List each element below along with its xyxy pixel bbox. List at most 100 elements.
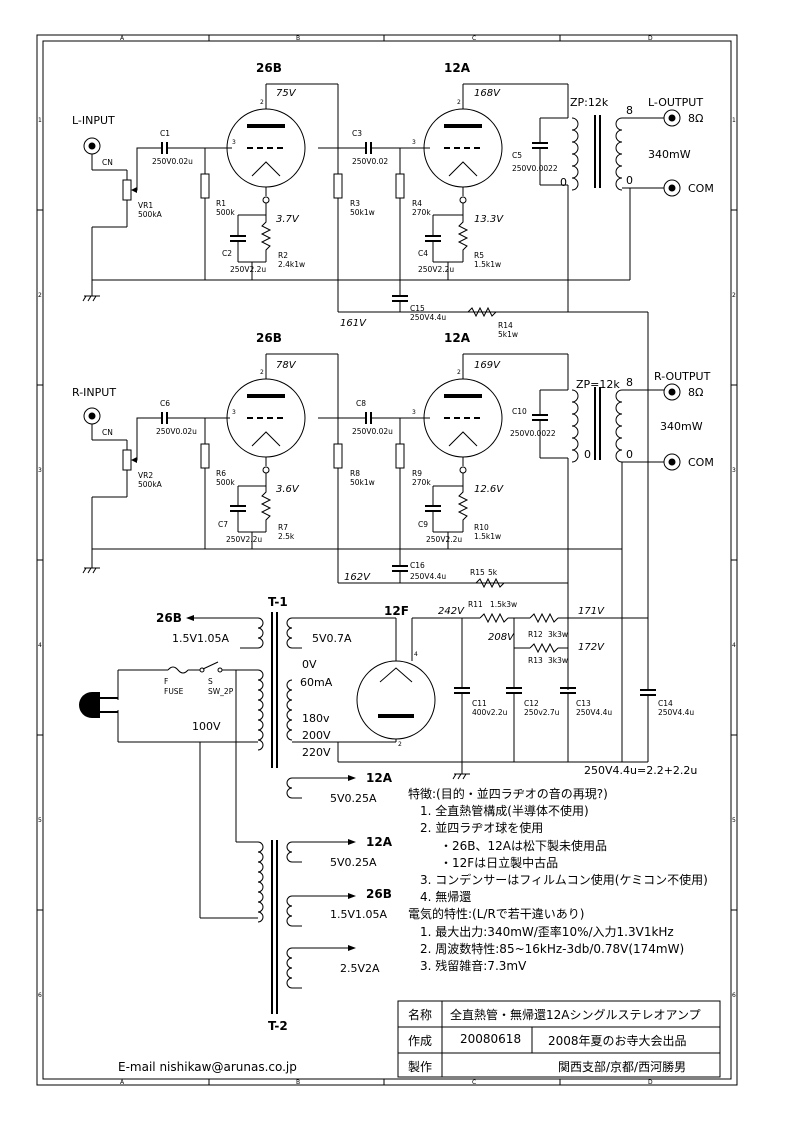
r-c16-name: C16 (410, 561, 425, 570)
title-date: 20080618 (460, 1032, 522, 1046)
l-output-ohm: 8Ω (688, 112, 703, 125)
c11-value: 400v2.2u (472, 708, 508, 717)
zone-left-1: 1 (38, 117, 42, 124)
r-r10-name: R10 (474, 523, 489, 532)
zone-bottom-a: A (120, 1079, 125, 1086)
l-r4-name: R4 (412, 199, 422, 208)
r-c16-value: 250V4.4u (410, 572, 446, 581)
l-c2-value: 250V2.2u (230, 265, 266, 274)
r-output-ohm: 8Ω (688, 386, 703, 399)
zone-left-3: 3 (38, 467, 42, 474)
primary-voltage: 100V (192, 720, 221, 733)
c13-value: 250V4.4u (576, 708, 612, 717)
zone-top-c: C (472, 35, 476, 42)
sheet-border (36, 34, 738, 1086)
r-12a-title: 12A (444, 331, 471, 345)
r-zp-label: ZP=12k (576, 378, 620, 391)
t2-label: T-2 (268, 1019, 288, 1033)
r-tap-0a: 0 (584, 448, 591, 461)
l-26b-pin2: 2 (260, 99, 264, 106)
r11-value: 1.5k3w (490, 600, 517, 609)
r-c7-name: C7 (218, 520, 228, 529)
switch-label: SW_2P (208, 687, 234, 696)
l-c3-name: C3 (352, 129, 362, 138)
zone-bottom-c: C (472, 1079, 476, 1086)
spec-item-2: 2. 周波数特性:85~16kHz-3db/0.78V(174mW) (420, 941, 685, 956)
r-c9-name: C9 (418, 520, 428, 529)
r-26b-pin2: 2 (260, 369, 264, 376)
r11-name: R11 (468, 600, 483, 609)
v171-label: 171V (578, 606, 605, 617)
zone-top-b: B (296, 35, 300, 42)
v172-label: 172V (578, 642, 605, 653)
t2-12a-label: 5V0.25A (330, 856, 377, 869)
r-12a-pin2: 2 (457, 369, 461, 376)
r-vr-name: VR2 (138, 471, 153, 480)
r-cn-label: CN (102, 428, 113, 437)
r-r6-name: R6 (216, 469, 226, 478)
zone-left-2: 2 (38, 292, 42, 299)
t1-26b-fil-label: 1.5V1.05A (172, 632, 230, 645)
r-26b-cathode-v: 3.6V (276, 484, 300, 495)
fuse-label: FUSE (164, 687, 184, 696)
l-c4-name: C4 (418, 249, 428, 258)
t1-tap-60ma: 60mA (300, 676, 333, 689)
r-c10-name: C10 (512, 407, 527, 416)
l-tap-0a: 0 (560, 176, 567, 189)
l-c15-name: C15 (410, 304, 425, 313)
spec-item-3: 3. 残留雑音:7.3mV (420, 959, 527, 974)
t1-5v-label: 5V0.7A (312, 632, 352, 645)
l-12a-cathode-v: 13.3V (474, 214, 504, 225)
r-c7-value: 250V2.2u (226, 535, 262, 544)
r-12a-cathode-v: 12.6V (474, 484, 504, 495)
l-r5-name: R5 (474, 251, 484, 260)
l-c5-name: C5 (512, 151, 522, 160)
l-tap-0b: 0 (626, 174, 633, 187)
l-c5-value: 250V0.0022 (512, 164, 558, 173)
r-26b-pin3: 3 (232, 409, 236, 416)
t2-25v-label: 2.5V2A (340, 962, 380, 975)
r-r15-value: 5k (488, 568, 498, 577)
c11-name: C11 (472, 699, 487, 708)
r-tap-8: 8 (626, 376, 633, 389)
zone-right-1: 1 (732, 117, 736, 124)
l-output-power: 340mW (648, 148, 691, 161)
zone-bottom-b: B (296, 1079, 300, 1086)
t2-12a-target: 12A (366, 835, 393, 849)
r-tap-0b: 0 (626, 448, 633, 461)
l-cn-label: CN (102, 158, 113, 167)
t1-tap-180v: 180v (302, 712, 330, 725)
switch-ref: S (208, 677, 213, 686)
power-supply-wiring (79, 612, 656, 1014)
l-12a-pin2: 2 (457, 99, 461, 106)
zone-bottom-d: D (648, 1079, 653, 1086)
t1-12a-target: 12A (366, 771, 393, 785)
r-c10-value: 250V0.0022 (510, 429, 556, 438)
zone-top-a: A (120, 35, 125, 42)
rect-tube-label: 12F (384, 604, 409, 618)
r13-name: R13 (528, 656, 543, 665)
r-node-voltage: 162V (344, 572, 371, 583)
zone-right-6: 6 (732, 992, 736, 999)
r-c8-name: C8 (356, 399, 366, 408)
t1-tap-220v: 220V (302, 746, 331, 759)
title-event: 2008年夏のお寺大会出品 (548, 1034, 687, 1048)
feature-item-2: 2. 並四ラヂオ球を使用 (420, 821, 544, 836)
r-r10-value: 1.5k1w (474, 532, 501, 541)
r-r8-name: R8 (350, 469, 360, 478)
title-name-label: 名称 (408, 1008, 433, 1022)
l-vr-name: VR1 (138, 201, 153, 210)
l-12a-title: 12A (444, 61, 471, 75)
rect-pin: 4 (414, 651, 418, 658)
r-vr-value: 500kA (138, 480, 163, 489)
zone-left-4: 4 (38, 642, 42, 649)
r-input-label: R-INPUT (72, 386, 116, 399)
l-node-voltage: 161V (340, 318, 367, 329)
l-r3-name: R3 (350, 199, 360, 208)
l-26b-cathode-v: 3.7V (276, 214, 300, 225)
v242-label: 242V (438, 606, 465, 617)
r12-name: R12 (528, 630, 543, 639)
t2-26b-label: 1.5V1.05A (330, 908, 388, 921)
feature-item-2a: ・26B、12Aは松下製未使用品 (440, 838, 607, 853)
zone-right-3: 3 (732, 467, 736, 474)
